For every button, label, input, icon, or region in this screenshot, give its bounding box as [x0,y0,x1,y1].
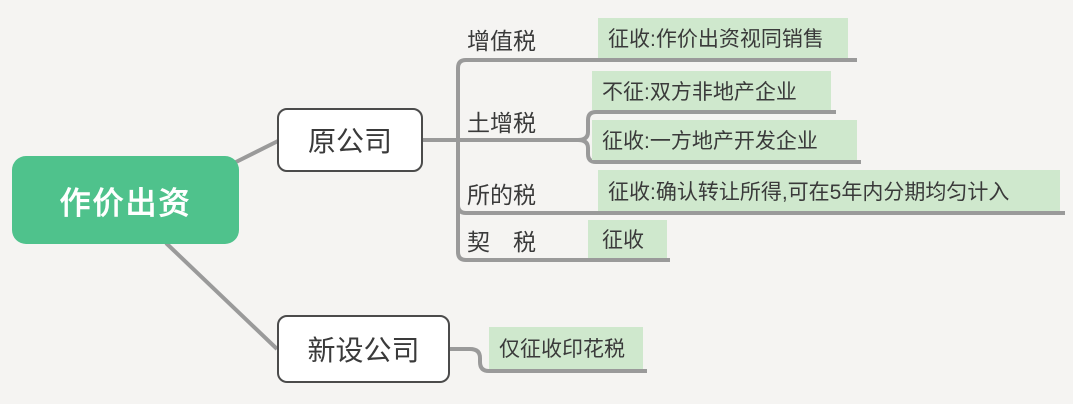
topic-new-company[interactable]: 新设公司 [277,315,450,383]
subtopic-income-tax-label: 所的税 [467,182,536,208]
note-vat-levy[interactable]: 征收:作价出资视同销售 [598,18,848,58]
topic-old-company-label: 原公司 [307,126,392,157]
connector-root-to-old-company [231,139,279,166]
note-income-tax-levy[interactable]: 征收:确认转让所得,可在5年内分期均匀计入 [598,170,1060,211]
subtopic-land-appreciation-tax-label: 土增税 [467,110,536,136]
connector-new-company-stem [450,347,647,373]
subtopic-vat-label: 增值税 [467,28,536,54]
root-topic-label: 作价出资 [59,185,192,221]
note-deed-tax-levy[interactable]: 征收 [588,220,667,258]
topic-old-company[interactable]: 原公司 [277,108,423,172]
note-lat-exempt-text: 不征:双方非地产企业 [602,80,797,104]
note-income-tax-levy-text: 征收:确认转让所得,可在5年内分期均匀计入 [608,180,1010,204]
subtopic-deed-tax-label: 契 税 [467,229,536,255]
connector-branch-vat [456,58,857,140]
connector-lat-to-note-down [577,138,861,164]
topic-new-company-label: 新设公司 [307,335,420,366]
note-vat-levy-text: 征收:作价出资视同销售 [608,28,824,51]
root-topic[interactable]: 作价出资 [12,156,239,244]
subtopic-vat[interactable]: 增值税 [467,28,536,55]
connector-branch-deed [456,140,670,262]
note-new-company-stamp-tax[interactable]: 仅征收印花税 [489,327,643,369]
note-deed-tax-levy-text: 征收 [602,229,644,252]
note-new-company-stamp-tax-text: 仅征收印花税 [499,338,625,361]
subtopic-land-appreciation-tax[interactable]: 土增税 [467,110,536,137]
connector-root-to-new-company [164,241,279,351]
note-lat-levy[interactable]: 征收:一方地产开发企业 [592,120,857,160]
subtopic-income-tax[interactable]: 所的税 [467,182,536,209]
subtopic-deed-tax[interactable]: 契 税 [467,229,536,256]
note-lat-levy-text: 征收:一方地产开发企业 [602,130,818,153]
note-lat-exempt[interactable]: 不征:双方非地产企业 [592,71,831,110]
